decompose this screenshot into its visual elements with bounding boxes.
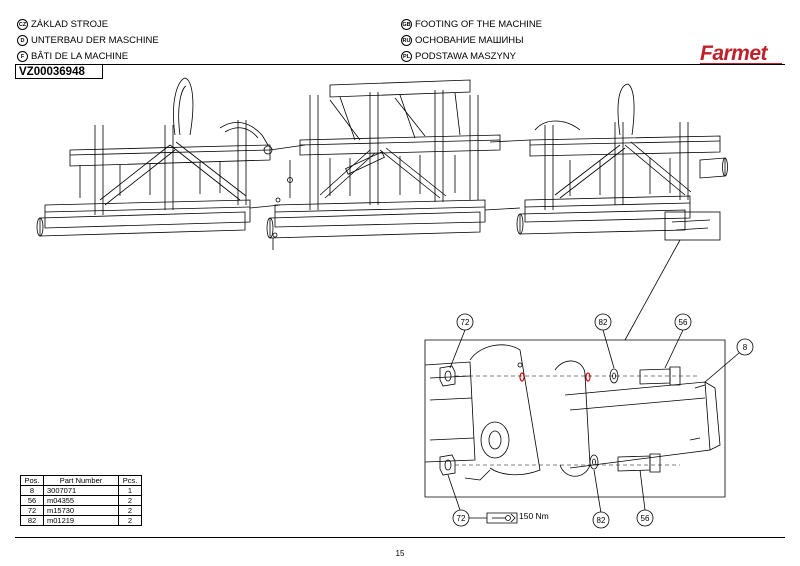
callout-circle-72-top [456,313,474,331]
lang-badge-pl: PL [401,51,412,62]
callout-56-top: 56 [679,318,688,327]
lang-badge-cz: CZ [17,19,28,30]
drawing-code: VZ00036948 [15,64,103,79]
page-number: 15 [395,549,405,558]
cell-pcs: 2 [118,515,142,526]
leader-82-top [602,329,615,369]
callout-82-bottom: 82 [597,516,606,525]
detail-frame [424,339,726,498]
cell-pos: 8 [20,485,44,496]
cell-part-number: m15730 [43,505,119,516]
lang-badge-d: D [17,35,28,46]
cell-pos: 72 [20,505,44,516]
leader-56-top [664,329,684,369]
right-frame-section [516,83,728,235]
lang-badge-f: F [17,51,28,62]
title-cz-text: ZÁKLAD STROJE [31,19,109,30]
table-row: 8 3007071 1 [20,485,142,496]
title-cz: CZ ZÁKLAD STROJE [17,19,108,30]
callout-circle-82-bottom [592,511,610,529]
cell-pcs: 1 [118,485,142,496]
callout-circle-82-top [594,313,612,331]
callout-circle-56-bottom [636,509,654,527]
leader-82-bottom [593,469,602,514]
cell-part-number: 3007071 [43,485,119,496]
table-row: 72 m15730 2 [20,505,142,516]
middle-frame-section [266,79,501,250]
callout-circle-56-top [674,313,692,331]
title-f: F BÂTI DE LA MACHINE [17,51,128,62]
cell-pos: 82 [20,515,44,526]
title-d-text: UNTERBAU DER MASCHINE [31,35,159,46]
left-frame-section [36,77,273,237]
callout-82-top: 82 [599,318,608,327]
callout-72-bottom: 72 [457,514,466,523]
col-pos: Pos. [20,475,44,486]
callout-circle-8 [736,338,754,356]
callout-56-bottom: 56 [641,514,650,523]
callout-8: 8 [743,343,748,352]
leader-8 [704,352,740,383]
col-part-number: Part Number [43,475,119,486]
table-row: 82 m01219 2 [20,515,142,526]
header-rule [15,64,785,65]
farmet-logo: Farmet [700,42,768,65]
title-f-text: BÂTI DE LA MACHINE [31,51,129,62]
cell-part-number: m01219 [43,515,119,526]
title-gb: GB FOOTING OF THE MACHINE [401,19,542,30]
parts-table-header: Pos. Part Number Pcs. [20,475,142,486]
title-pl-text: PODSTAWA MASZYNY [415,51,516,62]
detail-view [424,339,726,498]
cell-part-number: m04355 [43,495,119,506]
title-ru: RU ОСНОВАНИЕ МАШИНЫ [401,35,524,46]
title-pl: PL PODSTAWA MASZYNY [401,51,516,62]
link-rod-right [484,139,531,211]
title-ru-text: ОСНОВАНИЕ МАШИНЫ [415,35,524,46]
detail-marker-box [664,211,721,241]
title-d: D UNTERBAU DER MASCHINE [17,35,159,46]
detail-marker-contents [671,219,711,231]
cell-pcs: 2 [118,495,142,506]
lang-badge-gb: GB [401,19,412,30]
cell-pos: 56 [20,495,44,506]
col-pcs: Pcs. [118,475,142,486]
link-rod-left [249,144,306,209]
lang-badge-ru: RU [401,35,412,46]
table-row: 56 m04355 2 [20,495,142,506]
detail-leader-line [624,239,681,341]
leader-72-bottom [447,474,461,511]
torque-value: 150 Nm [519,511,549,521]
leader-72-top [449,329,466,369]
footer-rule [15,537,785,538]
callout-72-top: 72 [461,318,470,327]
torque-wrench-icon [469,512,518,524]
title-gb-text: FOOTING OF THE MACHINE [415,19,543,30]
parts-table: Pos. Part Number Pcs. 8 3007071 1 56 m04… [20,475,142,526]
cell-pcs: 2 [118,505,142,516]
leader-56-bottom [639,469,646,511]
